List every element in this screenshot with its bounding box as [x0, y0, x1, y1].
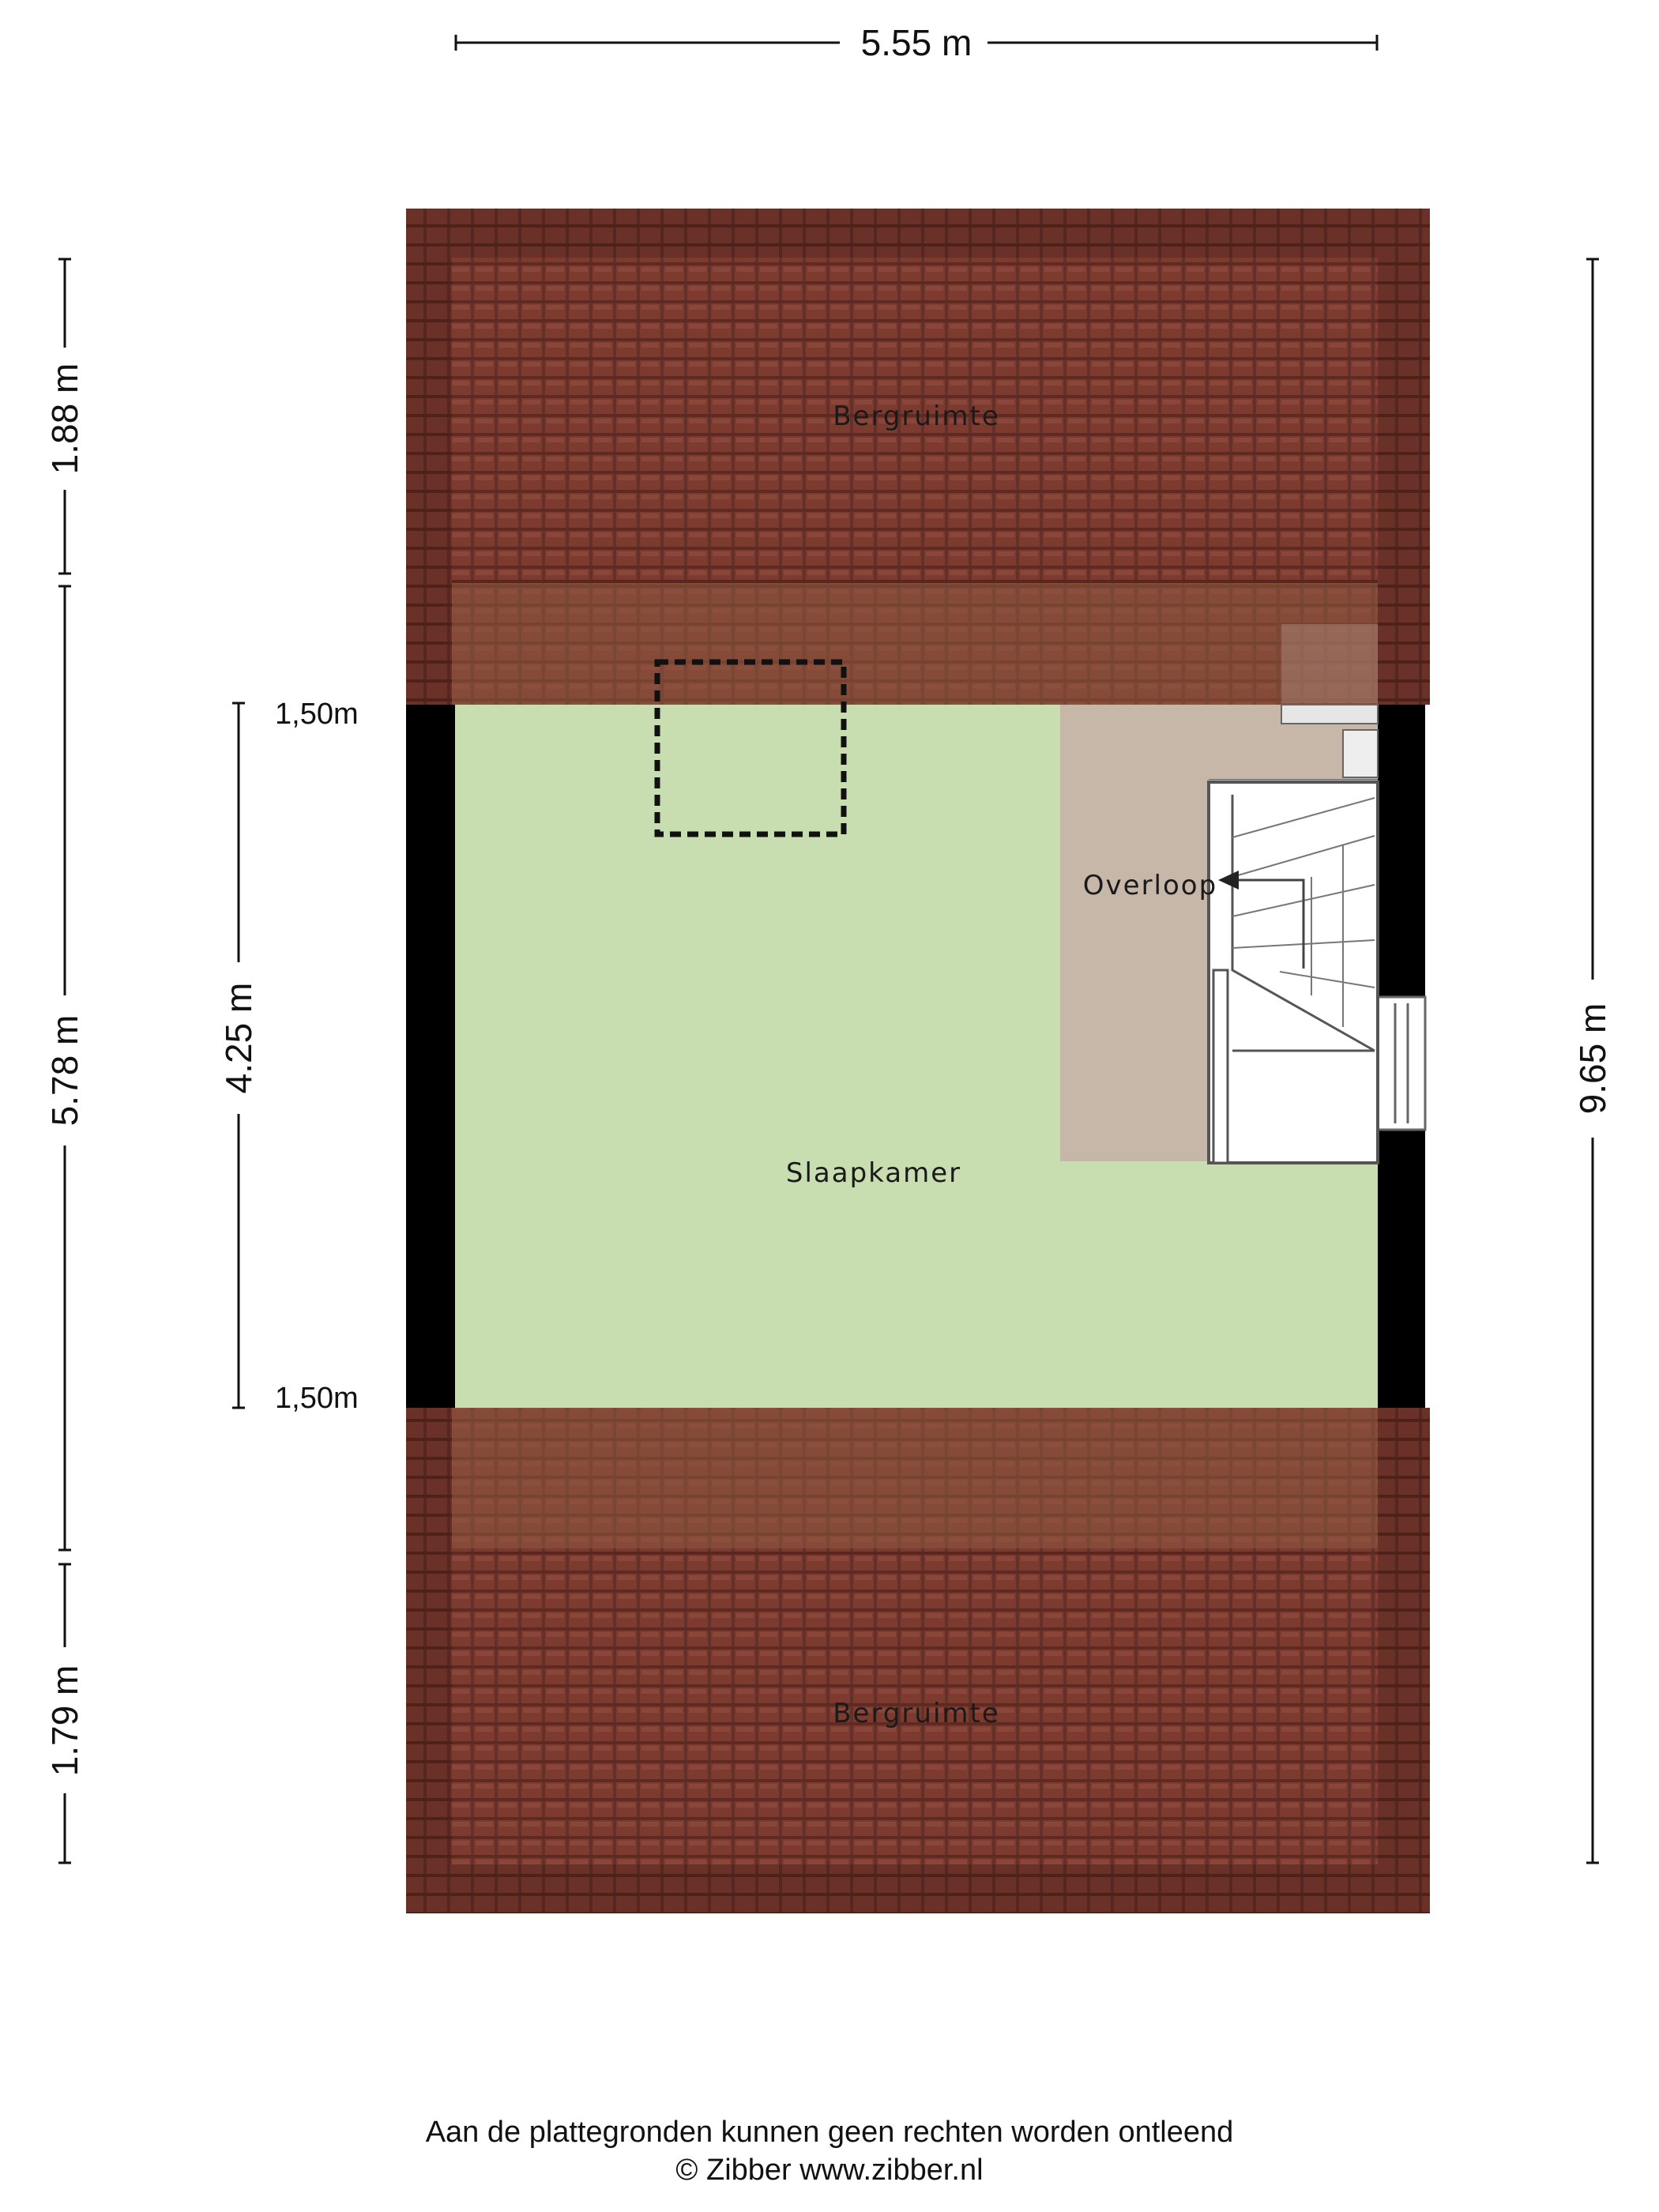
left-dimension-bottom-label: 1.79 m — [44, 1665, 85, 1777]
stair-arrow-icon — [1218, 871, 1239, 890]
footer-disclaimer: Aan de plattegronden kunnen geen rechten… — [425, 2116, 1234, 2149]
right-dimension: 9.65 m — [1572, 258, 1613, 1864]
right-wall-upper — [1378, 705, 1425, 997]
storage-top-label: Bergruimte — [833, 401, 1000, 432]
top-dimension: 5.55 m — [454, 22, 1379, 63]
left-dimension-middle-label: 5.78 m — [44, 1015, 85, 1127]
footer-copyright: © Zibber www.zibber.nl — [675, 2154, 984, 2187]
right-wall-lower — [1378, 1130, 1425, 1408]
bedroom-label: Slaapkamer — [786, 1157, 961, 1189]
window — [1376, 995, 1427, 1131]
storage-bottom-label: Bergruimte — [833, 1698, 1000, 1729]
inner-top-mark: 1,50m — [275, 698, 359, 731]
roof-top — [406, 209, 1430, 705]
roof-bottom — [406, 1408, 1430, 1913]
inner-height-dimension: 4.25 m 1,50m 1,50m — [218, 698, 359, 1415]
inner-height-label: 4.25 m — [218, 983, 259, 1094]
inner-bottom-mark: 1,50m — [275, 1382, 359, 1415]
left-dimension-top-label: 1.88 m — [44, 363, 85, 475]
landing-label: Overloop — [1083, 870, 1217, 901]
left-dimension: 1.88 m 5.78 m 1.79 m — [44, 258, 85, 1864]
roof-hatch — [654, 659, 847, 837]
top-dimension-label: 5.55 m — [861, 22, 972, 63]
fixture — [1281, 704, 1379, 778]
left-wall — [406, 705, 455, 1408]
right-dimension-label: 9.65 m — [1572, 1003, 1613, 1115]
staircase — [1207, 779, 1379, 1164]
